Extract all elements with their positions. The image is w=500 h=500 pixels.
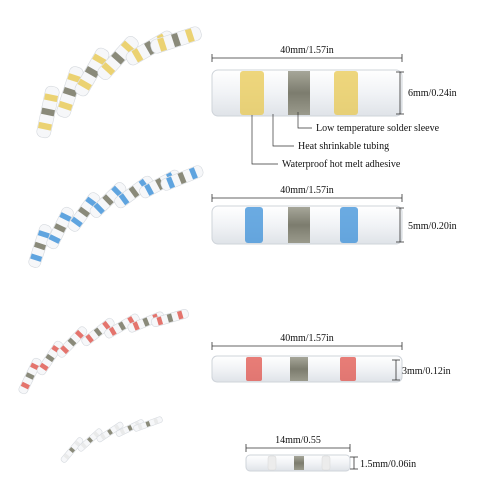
yellow-connectors-group [36, 26, 202, 139]
connector-blue [46, 206, 74, 250]
row-red: 40mm/1.57in 3mm/0.12in [18, 308, 451, 395]
connector-yellow [36, 85, 60, 139]
callout-lines [251, 112, 312, 165]
connector-yellow [97, 36, 139, 80]
connector-blue [67, 192, 101, 232]
connector-blue [89, 182, 127, 218]
adhesive-ring-left [246, 357, 262, 381]
length-label: 40mm/1.57in [280, 333, 334, 344]
yellow-sleeve-diagram [211, 69, 403, 117]
blue-connectors-group [28, 165, 204, 268]
solder-ring [288, 71, 310, 115]
row-white: 14mm/0.55 1.5mm/0.06in [60, 416, 416, 472]
adhesive-ring-right [340, 207, 358, 243]
red-sleeve-diagram [211, 355, 403, 383]
diameter-label: 5mm/0.20in [408, 221, 457, 232]
adhesive-ring-right [340, 357, 356, 381]
diameter-label: 3mm/0.12in [402, 366, 451, 377]
callout-adhesive: Waterproof hot melt adhesive [282, 159, 401, 170]
connector-white [133, 416, 163, 432]
blue-sleeve-diagram [211, 205, 403, 245]
connector-red [151, 308, 189, 328]
connector-red [36, 340, 64, 376]
callout-heat-shrink: Heat shrinkable tubing [298, 141, 389, 152]
connector-blue [160, 165, 204, 191]
adhesive-ring-right [321, 455, 331, 471]
connector-red [56, 326, 88, 358]
red-connectors-group [18, 308, 189, 395]
row-yellow: 40mm/1.57in 6mm/0.24in Low temperature s… [36, 26, 457, 170]
solder-ring [290, 357, 308, 381]
connector-white [96, 421, 124, 443]
white-connectors-group [60, 416, 163, 463]
row-blue: 40mm/1.57in 5mm/0.20in [28, 165, 457, 268]
connector-white [77, 428, 103, 452]
connector-white [115, 419, 145, 437]
length-label: 40mm/1.57in [280, 185, 334, 196]
connector-yellow [56, 66, 84, 118]
adhesive-ring-left [240, 71, 264, 115]
solder-ring [294, 456, 304, 470]
white-sleeve-diagram [245, 454, 351, 472]
adhesive-ring-right [334, 71, 358, 115]
diameter-label: 1.5mm/0.06in [360, 459, 416, 470]
connector-white [60, 437, 84, 463]
length-label: 14mm/0.55 [275, 435, 321, 446]
solder-ring [288, 207, 310, 243]
callout-solder-sleeve: Low temperature solder sleeve [316, 123, 440, 134]
connector-red [81, 317, 115, 347]
diameter-label: 6mm/0.24in [408, 88, 457, 99]
adhesive-ring-left [245, 207, 263, 243]
adhesive-ring-left [267, 455, 277, 471]
connector-yellow [150, 26, 202, 54]
length-label: 40mm/1.57in [280, 45, 334, 56]
connector-yellow [74, 47, 110, 97]
connector-blue [28, 224, 52, 268]
connector-red [18, 357, 42, 395]
connector-red [104, 313, 140, 339]
